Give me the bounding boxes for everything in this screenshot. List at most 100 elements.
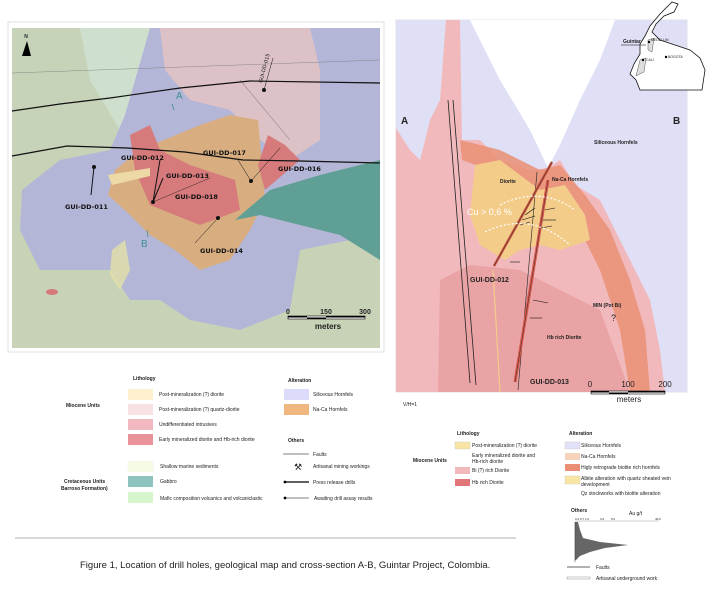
section-end-a: A (401, 116, 408, 127)
svg-text:Artisanal mining workings: Artisanal mining workings (313, 464, 370, 470)
svg-text:Faults: Faults (313, 452, 327, 458)
sky-area (446, 20, 615, 168)
unit-label: ? (611, 313, 616, 323)
scale-ratio: V/H=1 (403, 402, 417, 408)
svg-text:Lithology: Lithology (133, 376, 156, 382)
map-scale-bar: 0 150 300 meters (286, 309, 371, 331)
svg-text:CALI: CALI (646, 58, 654, 62)
svg-text:Post-mineralization (?) diorit: Post-mineralization (?) diorite (472, 443, 537, 449)
drill-label: GUI-DD-014 (200, 247, 243, 255)
svg-text:Qz stockworks with biotite alt: Qz stockworks with biotite alteration (581, 491, 661, 497)
drill-label: GUI-DD-013 (166, 172, 209, 180)
svg-text:Early mineralized diorite and: Early mineralized diorite and Hb-rich di… (159, 437, 255, 443)
svg-text:0.2: 0.2 (575, 517, 580, 521)
svg-text:Higly retrograde biotite rich: Higly retrograde biotite rich hornfels (581, 465, 660, 471)
svg-text:Early mineralized diorite and: Early mineralized diorite and (472, 453, 535, 459)
cross-section: A B Siliceous Hornfels Diorite Na-Ca Hor… (395, 19, 688, 408)
svg-text:Hb-rich diorite: Hb-rich diorite (472, 459, 503, 465)
svg-text:Press release drills: Press release drills (313, 480, 356, 486)
svg-text:Post-mineralization (?) diorit: Post-mineralization (?) diorite (159, 392, 224, 398)
svg-text:Miocene Units: Miocene Units (66, 403, 100, 409)
svg-text:40.0: 40.0 (655, 517, 661, 521)
fault-line (447, 99, 471, 384)
drill-label: GUI-DD-018 (175, 193, 218, 201)
drill-label: GUI-DD-011 (65, 203, 108, 211)
assay-bars (510, 207, 556, 319)
svg-text:3.0: 3.0 (600, 517, 605, 521)
figure-caption: Figure 1, Location of drill holes, geolo… (80, 560, 490, 571)
hb-rich-diorite-area (438, 265, 630, 392)
drill-label: GUI-DD-012 (121, 154, 164, 162)
legend-swatch (128, 404, 153, 415)
albite-alteration-area (470, 160, 590, 260)
legend-swatch (128, 492, 153, 503)
svg-text:meters: meters (315, 322, 342, 331)
svg-text:5.0: 5.0 (611, 517, 616, 521)
svg-text:Awaiting drill assay results: Awaiting drill assay results (314, 496, 373, 502)
legend-swatch (127, 460, 154, 473)
svg-text:300: 300 (359, 309, 371, 316)
svg-text:Artisanal underground work: Artisanal underground work (596, 576, 658, 582)
svg-text:Alteration: Alteration (569, 431, 592, 437)
au-grade-histogram (575, 522, 628, 560)
svg-text:Faults: Faults (596, 565, 610, 571)
svg-text:BOGOTA: BOGOTA (668, 55, 683, 59)
crossed-hammers-icon: ⚒ (294, 462, 302, 472)
svg-text:Gabbro: Gabbro (160, 479, 177, 485)
north-label: N (24, 34, 28, 40)
legend-swatch (128, 434, 153, 445)
fault-line (11, 80, 381, 112)
drill-label: GUI-DD-016 (278, 165, 321, 173)
svg-text:Undifferentiated intrusives: Undifferentiated intrusives (159, 422, 217, 428)
inset-location-map: Guintar MEDELLIN BOGOTA CALI (621, 1, 706, 91)
svg-text:Au g/t: Au g/t (629, 511, 643, 517)
drill-label: GUI-DD-012 (470, 277, 509, 284)
svg-text:Na-Ca Hornfels: Na-Ca Hornfels (581, 454, 616, 460)
svg-text:Others: Others (288, 438, 304, 444)
svg-text:Shallow marine sediments: Shallow marine sediments (160, 464, 219, 470)
section-scale-bar: 0 100 200 meters (588, 380, 672, 404)
svg-text:Lithology: Lithology (457, 431, 480, 437)
cu-grade-label: Cu > 0,6 % (467, 207, 512, 217)
colombia-outline (629, 1, 706, 91)
drill-label: GUI-DD-013 (530, 379, 569, 386)
legend-swatch (284, 404, 309, 415)
svg-text:0: 0 (286, 309, 290, 316)
unit-label: Na-Ca Hornfels (552, 177, 588, 183)
section-end-b: B (673, 116, 680, 127)
svg-text:Cretaceous Units: Cretaceous Units (64, 479, 105, 485)
section-label-b: B (141, 239, 148, 250)
inset-label-guintar: Guintar (623, 39, 641, 45)
fault-line (11, 145, 381, 164)
section-label-a: A (176, 91, 183, 102)
drill-traces (90, 57, 281, 244)
svg-text:Alteration: Alteration (288, 378, 311, 384)
legend-swatch (128, 389, 153, 400)
svg-text:Albite alteration with quartz: Albite alteration with quartz sheated ve… (581, 476, 671, 482)
quartz-diorite-zone (160, 28, 320, 160)
drill-label: GUI-DD-017 (203, 149, 246, 157)
unit-label: Diorite (500, 179, 516, 185)
svg-text:150: 150 (320, 309, 332, 316)
legend-swatch (128, 476, 153, 487)
svg-text:Others: Others (571, 508, 587, 514)
legend-swatch (128, 419, 153, 430)
svg-text:Post-mineralization (?) quartz: Post-mineralization (?) quartz-diorite (159, 407, 240, 413)
svg-text:Barroso Formation): Barroso Formation) (61, 486, 108, 492)
svg-text:0.7: 0.7 (580, 517, 585, 521)
geological-map: N A B GUI-DD-011 GUI-DD-012 GUI-DD-013 G… (7, 21, 385, 353)
svg-text:1.0: 1.0 (585, 517, 590, 521)
gabbro-zone (235, 160, 380, 260)
svg-text:Miocene Units: Miocene Units (413, 458, 447, 464)
unit-label: Hb rich Diorite (547, 335, 582, 341)
mafic-volcanics-zone (80, 28, 160, 130)
legend-swatch (284, 389, 309, 400)
svg-text:Hb rich Diorite: Hb rich Diorite (472, 480, 504, 486)
map-legend: Lithology Miocene Units Post-mineralizat… (61, 376, 373, 503)
svg-text:Bi (?) rich Diorite: Bi (?) rich Diorite (472, 468, 509, 474)
svg-text:200: 200 (658, 380, 672, 389)
svg-text:meters: meters (617, 395, 641, 404)
svg-text:Mafic composition volcanics an: Mafic composition volcanics and volcanic… (160, 496, 263, 502)
svg-text:MEDELLIN: MEDELLIN (651, 38, 669, 42)
svg-text:Siliceous Hornfels: Siliceous Hornfels (313, 392, 354, 398)
